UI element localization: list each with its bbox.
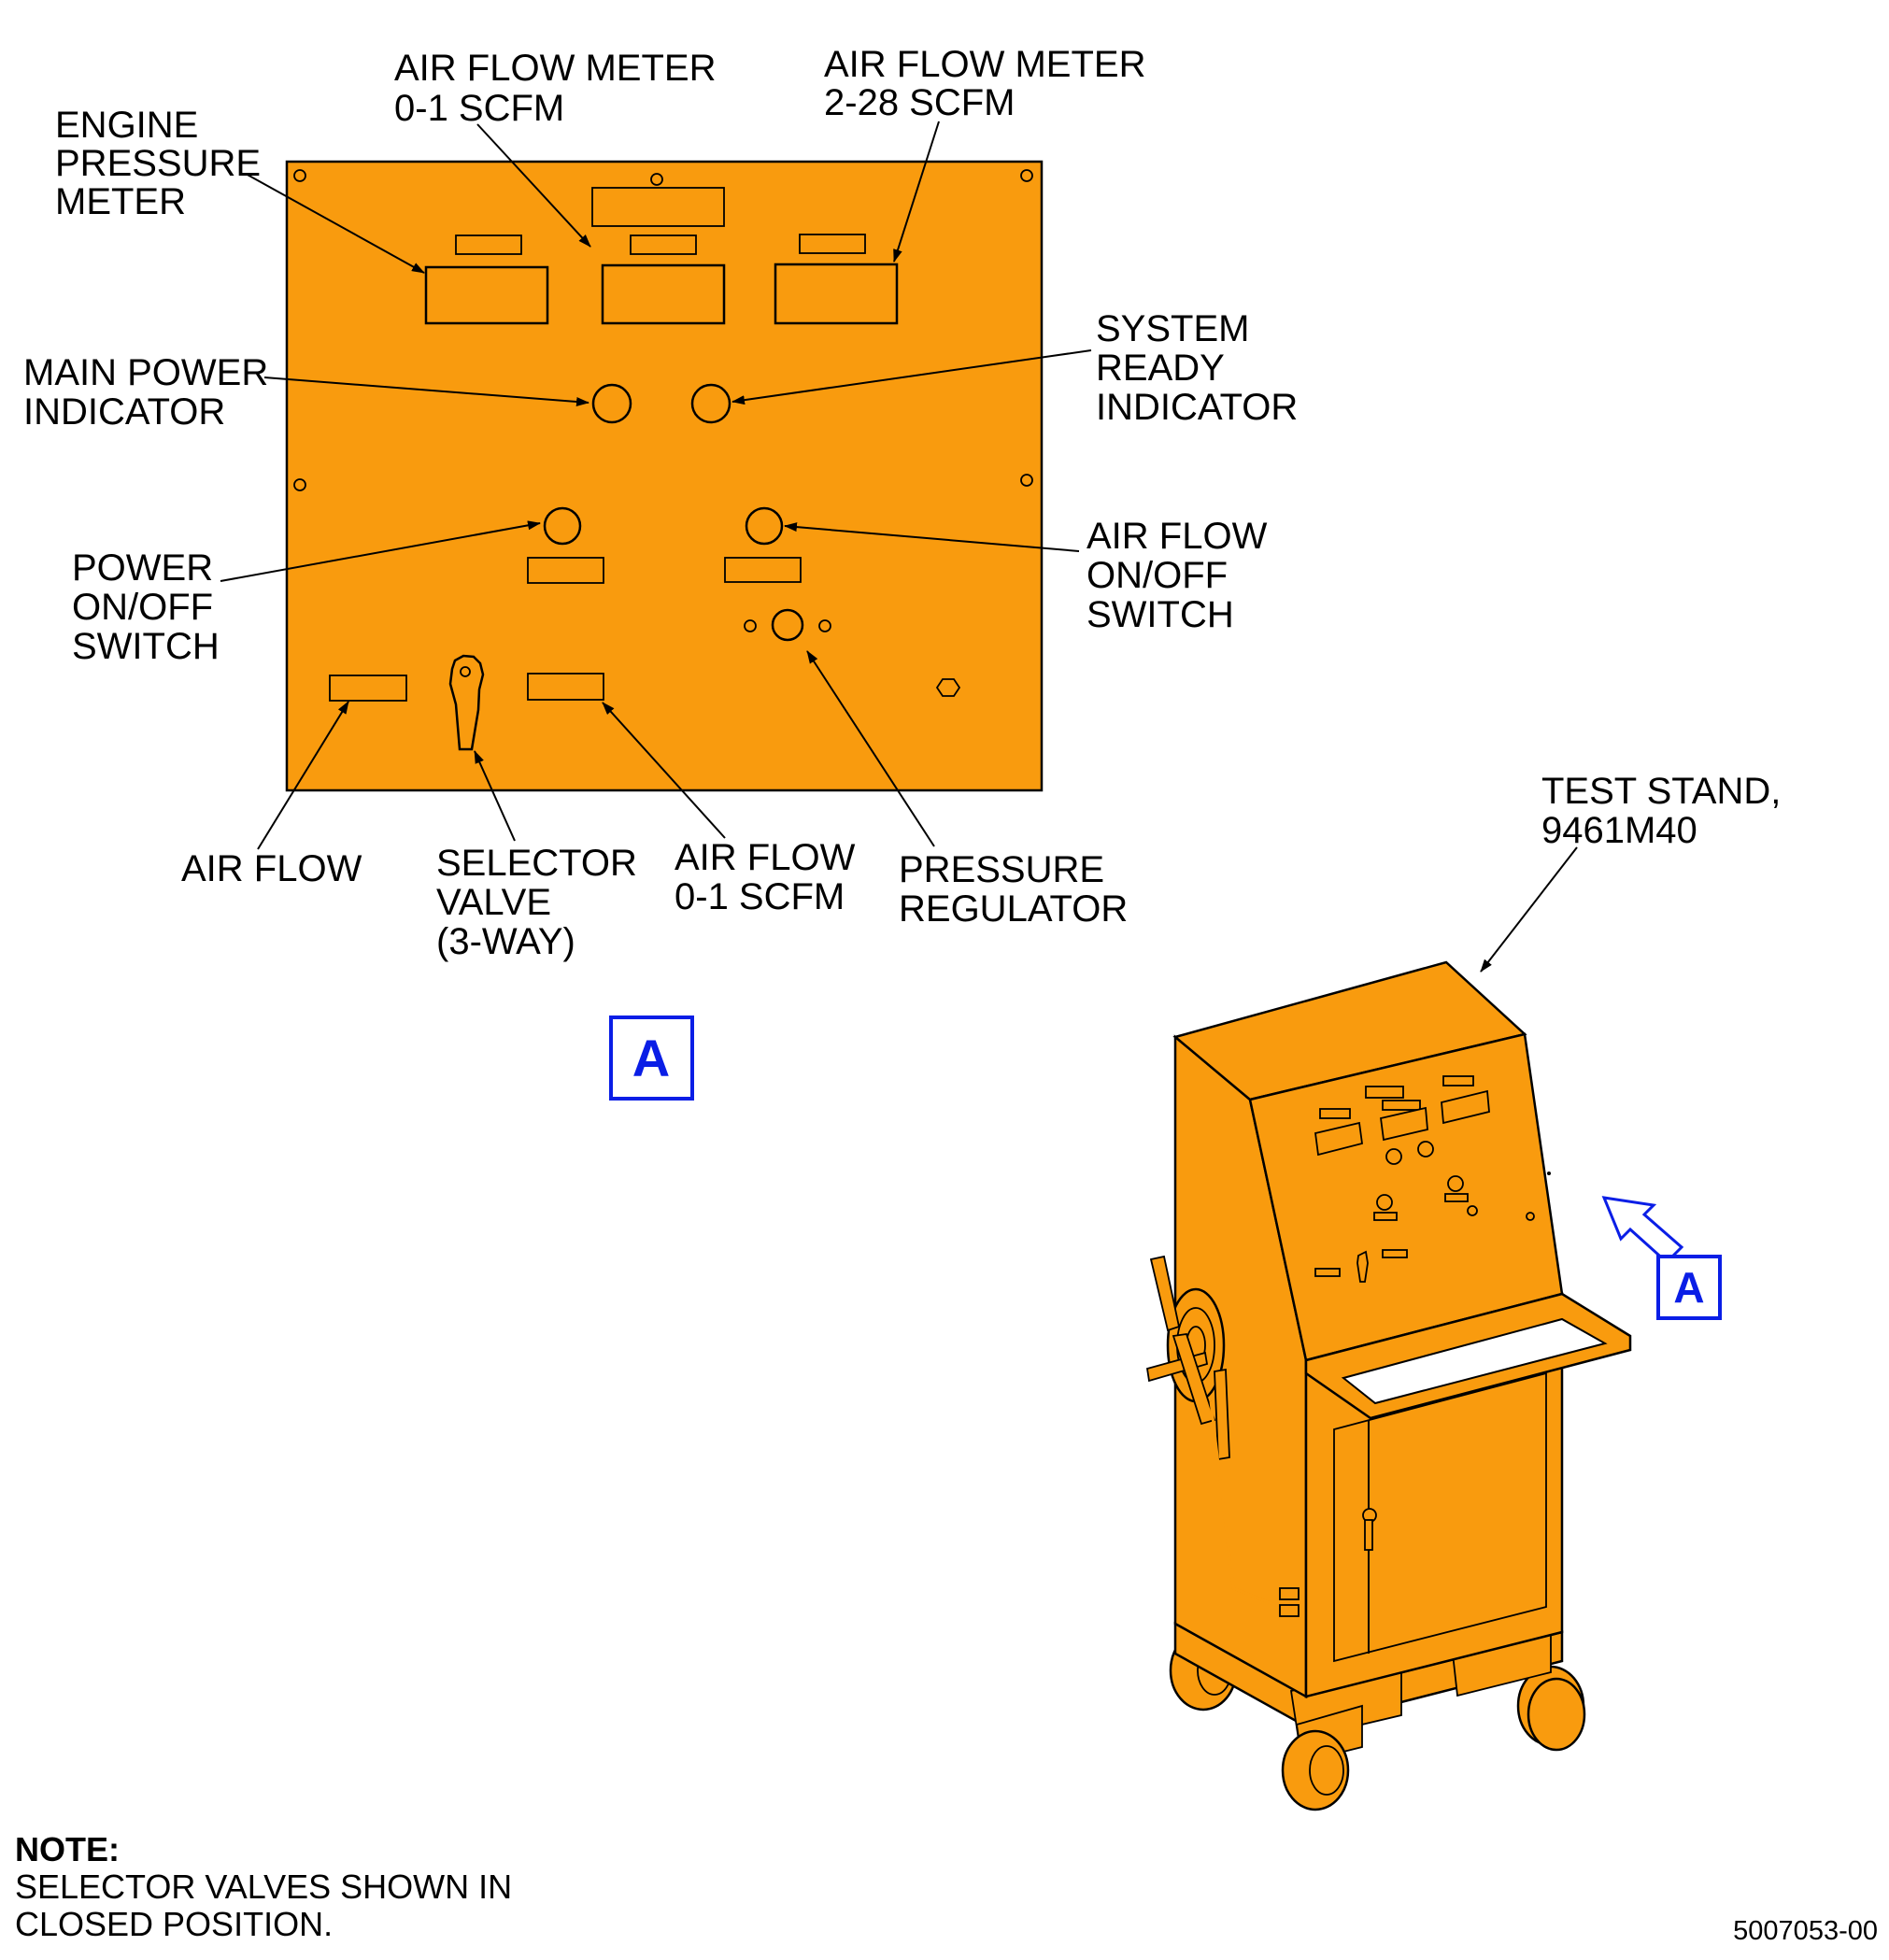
svg-text:MAIN POWER: MAIN POWER <box>23 352 268 393</box>
svg-text:POWER: POWER <box>72 547 213 589</box>
mounting-hole <box>1020 474 1033 487</box>
switch-nameplate <box>527 557 604 584</box>
svg-text:AIR FLOW: AIR FLOW <box>675 837 856 878</box>
air-flow-switch <box>745 506 784 546</box>
svg-text:SELECTOR: SELECTOR <box>436 843 637 884</box>
svg-text:READY: READY <box>1096 348 1225 389</box>
label-selector-valve: SELECTOR VALVE (3-WAY) <box>436 843 637 962</box>
svg-text:INDICATOR: INDICATOR <box>23 391 225 433</box>
svg-text:A: A <box>632 1029 670 1087</box>
mounting-hole <box>293 478 306 491</box>
svg-text:A: A <box>1673 1263 1704 1312</box>
regulator-screw <box>818 619 831 632</box>
svg-text:SWITCH: SWITCH <box>72 626 220 667</box>
svg-text:ENGINE: ENGINE <box>55 105 198 146</box>
engine-pressure-meter <box>424 265 549 325</box>
svg-text:0-1 SCFM: 0-1 SCFM <box>394 88 564 129</box>
svg-text:0-1 SCFM: 0-1 SCFM <box>675 876 845 917</box>
svg-text:CLOSED POSITION.: CLOSED POSITION. <box>15 1905 333 1943</box>
regulator-screw <box>744 619 757 632</box>
svg-text:PRESSURE: PRESSURE <box>899 849 1104 890</box>
view-callout-a: A <box>1656 1255 1722 1320</box>
switch-nameplate <box>724 557 802 583</box>
top-nameplate <box>591 187 725 227</box>
svg-text:PRESSURE: PRESSURE <box>55 143 261 184</box>
meter-nameplate <box>630 234 697 255</box>
svg-text:SWITCH: SWITCH <box>1087 594 1234 635</box>
label-engine-pressure-meter: ENGINE PRESSURE METER <box>55 105 261 222</box>
label-air-flow-meter-high: AIR FLOW METER 2-28 SCFM <box>824 44 1145 123</box>
svg-text:AIR FLOW: AIR FLOW <box>181 848 362 889</box>
svg-text:AIR FLOW: AIR FLOW <box>1087 516 1268 557</box>
hex-fitting <box>935 678 961 697</box>
system-ready-indicator <box>690 383 731 424</box>
svg-text:METER: METER <box>55 181 186 222</box>
test-stand-illustration <box>1145 960 1632 1811</box>
label-main-power-indicator: MAIN POWER INDICATOR <box>23 352 268 433</box>
hose-reel <box>1145 1255 1300 1617</box>
air-flow-meter-2-28 <box>774 263 899 325</box>
main-power-indicator <box>591 383 632 424</box>
svg-text:INDICATOR: INDICATOR <box>1096 387 1298 428</box>
svg-text:(3-WAY): (3-WAY) <box>436 921 575 962</box>
detail-callout-a: A <box>609 1016 694 1101</box>
svg-text:VALVE: VALVE <box>436 882 551 923</box>
label-test-stand: TEST STAND, 9461M40 <box>1541 771 1781 851</box>
label-system-ready-indicator: SYSTEM READY INDICATOR <box>1096 308 1298 428</box>
label-air-flow-low: AIR FLOW 0-1 SCFM <box>675 837 856 917</box>
svg-text:SYSTEM: SYSTEM <box>1096 308 1249 349</box>
air-flow-0-1-nameplate <box>527 673 604 701</box>
cabinet-door <box>1333 1371 1547 1663</box>
svg-text:2-28 SCFM: 2-28 SCFM <box>824 82 1016 123</box>
label-air-flow-meter-low: AIR FLOW METER 0-1 SCFM <box>394 48 716 129</box>
label-air-flow: AIR FLOW <box>181 848 362 889</box>
wheel-icon <box>1281 1704 1363 1811</box>
selector-valve-handle <box>448 654 485 751</box>
mounting-hole <box>1020 169 1033 182</box>
meter-nameplate <box>799 234 866 254</box>
control-panel-detail <box>285 160 1044 792</box>
svg-text:TEST STAND,: TEST STAND, <box>1541 771 1781 812</box>
mounting-hole <box>650 173 663 186</box>
view-direction-arrow-icon <box>1601 1196 1684 1265</box>
air-flow-nameplate <box>329 675 407 702</box>
wheel-icon <box>1527 1677 1586 1752</box>
leader-lines <box>220 121 1578 973</box>
meter-nameplate <box>455 234 522 255</box>
svg-text:AIR FLOW METER: AIR FLOW METER <box>824 44 1145 85</box>
svg-text:AIR FLOW METER: AIR FLOW METER <box>394 48 716 89</box>
svg-text:SELECTOR VALVES SHOWN IN: SELECTOR VALVES SHOWN IN <box>15 1868 512 1906</box>
selector-valve-pivot <box>460 666 471 677</box>
note-block: NOTE: SELECTOR VALVES SHOWN IN CLOSED PO… <box>15 1830 512 1943</box>
pressure-regulator <box>771 608 804 642</box>
svg-text:NOTE:: NOTE: <box>15 1830 120 1868</box>
figure-number: 5007053-00 <box>1733 1916 1878 1946</box>
svg-text:REGULATOR: REGULATOR <box>899 888 1128 930</box>
power-switch <box>543 506 582 546</box>
stand-panel-details <box>1314 1075 1551 1283</box>
label-air-flow-switch: AIR FLOW ON/OFF SWITCH <box>1087 516 1268 635</box>
svg-text:9461M40: 9461M40 <box>1541 810 1697 851</box>
svg-text:ON/OFF: ON/OFF <box>72 587 213 628</box>
label-pressure-regulator: PRESSURE REGULATOR <box>899 849 1128 930</box>
svg-text:ON/OFF: ON/OFF <box>1087 555 1228 596</box>
label-power-switch: POWER ON/OFF SWITCH <box>72 547 220 667</box>
mounting-hole <box>293 169 306 182</box>
air-flow-meter-0-1 <box>601 263 726 325</box>
